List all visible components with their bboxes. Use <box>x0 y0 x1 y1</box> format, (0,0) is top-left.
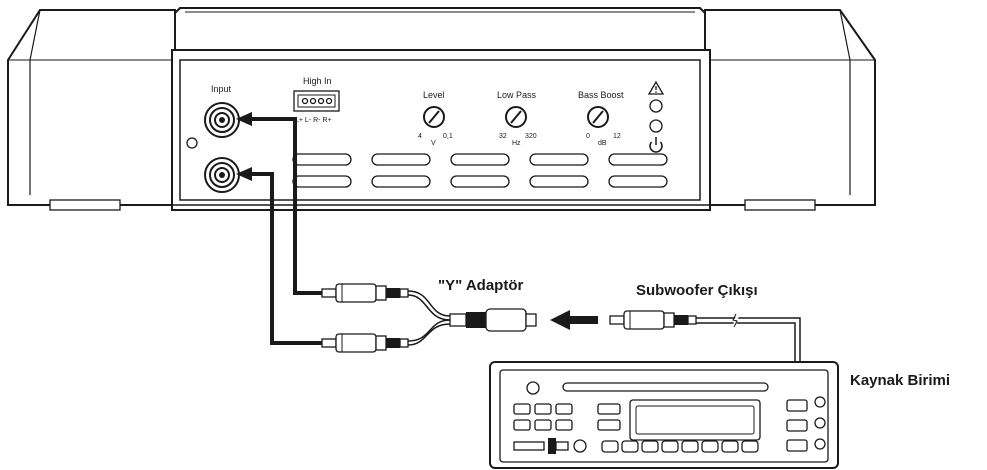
input-cables <box>236 112 322 345</box>
y-adapter-label: "Y" Adaptör <box>438 277 523 294</box>
amplifier-top-bar <box>167 7 713 51</box>
warning-icon <box>647 80 665 95</box>
cable-to-input-top <box>248 117 322 295</box>
low-pass-min: 32 <box>499 133 507 140</box>
low-pass-unit: Hz <box>512 140 521 147</box>
cd-slot <box>562 382 769 392</box>
high-in-pins: L+ L- R- R+ <box>295 117 332 124</box>
volume-knob[interactable] <box>526 381 540 395</box>
source-unit-label: Kaynak Birimi <box>850 372 950 389</box>
bass-boost-knob[interactable] <box>587 106 609 128</box>
protect-led-icon <box>649 99 663 113</box>
low-pass-label: Low Pass <box>497 90 537 100</box>
clip-led-icon <box>649 119 663 133</box>
arrow-input-bottom <box>236 167 252 181</box>
cable-to-input-bottom <box>248 172 322 345</box>
y-adapter <box>321 283 537 353</box>
subwoofer-output-label: Subwoofer Çıkışı <box>636 282 758 299</box>
low-pass-max: 320 <box>525 133 537 140</box>
slider-icon <box>513 438 587 454</box>
level-knob[interactable] <box>423 106 445 128</box>
bass-boost-min: 0 <box>586 133 590 140</box>
preset-buttons-right[interactable] <box>786 396 826 452</box>
level-max: 0,1 <box>443 133 453 140</box>
vent-slots <box>292 153 668 188</box>
bass-boost-unit: dB <box>598 140 607 147</box>
low-pass-knob[interactable] <box>505 106 527 128</box>
rca-plug-upper <box>321 283 409 303</box>
level-unit: V <box>431 140 436 147</box>
rca-plug-lower <box>321 333 409 353</box>
rca-input-jack-bottom[interactable] <box>204 157 240 193</box>
bottom-buttons[interactable] <box>601 440 759 453</box>
power-icon <box>649 137 663 153</box>
rca-female-connector <box>449 308 537 332</box>
amplifier: Input High In L+ L- R- R+ Level <box>7 7 876 211</box>
source-unit <box>489 361 839 469</box>
amplifier-left-cap <box>7 9 176 206</box>
high-in-label: High In <box>303 76 332 86</box>
high-in-connector[interactable] <box>293 90 340 112</box>
ground-screw <box>186 137 198 149</box>
preset-buttons-left[interactable] <box>513 403 621 431</box>
bass-boost-max: 12 <box>613 133 621 140</box>
rca-input-jack-top[interactable] <box>204 102 240 138</box>
display-screen <box>629 399 761 441</box>
arrow-input-top <box>236 112 252 126</box>
source-cable <box>696 313 801 362</box>
subwoofer-rca-plug <box>609 310 697 330</box>
connect-arrow-icon <box>550 310 598 330</box>
input-label: Input <box>211 84 232 94</box>
level-label: Level <box>423 90 445 100</box>
level-min: 4 <box>418 133 422 140</box>
bass-boost-label: Bass Boost <box>578 90 624 100</box>
